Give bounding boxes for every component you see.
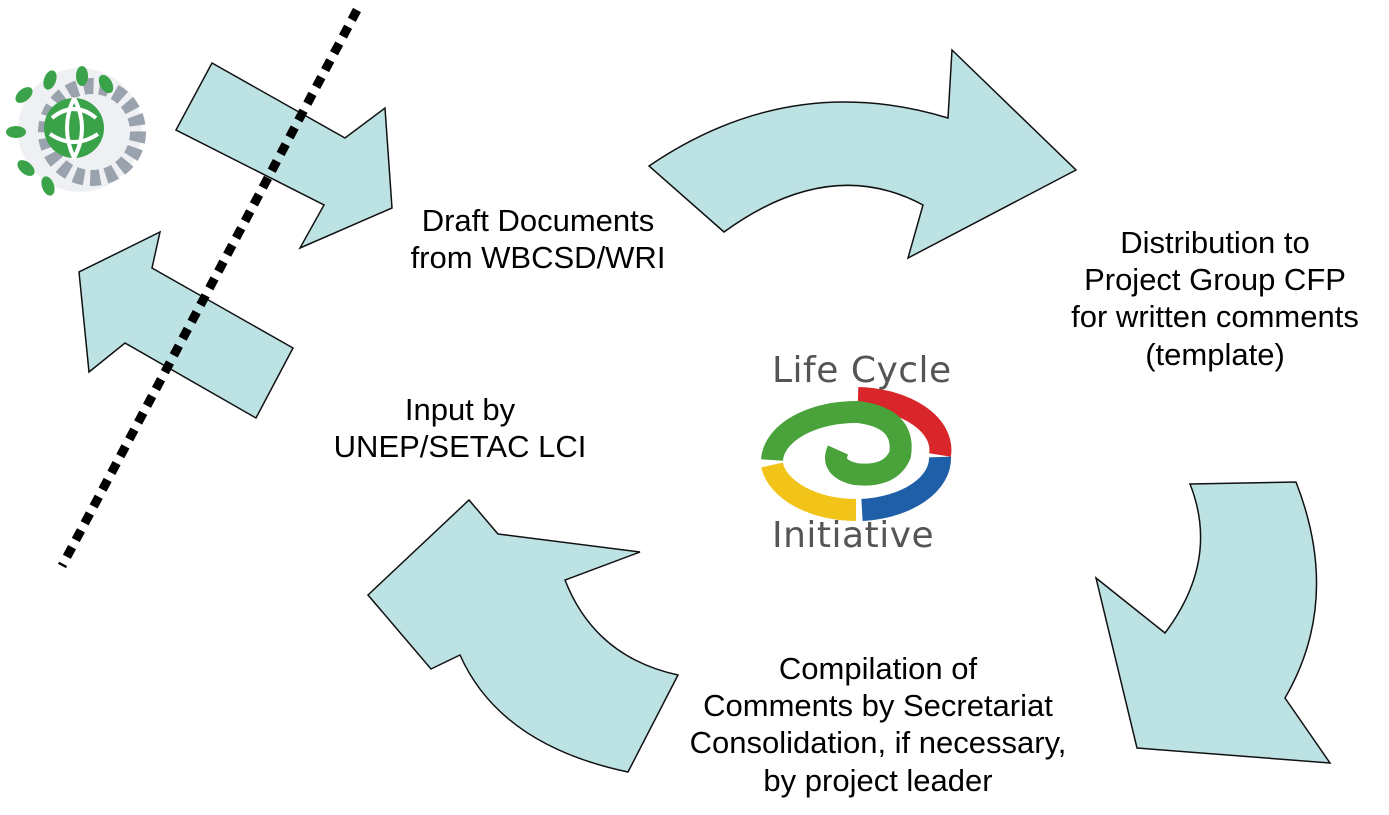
node-distribution-line: Distribution to <box>1120 225 1310 260</box>
node-compilation: Compilation of Comments by Secretariat C… <box>643 650 1113 799</box>
node-distribution-line: Project Group CFP <box>1084 262 1346 298</box>
node-input: Input by UNEP/SETAC LCI <box>290 391 630 465</box>
node-compilation-line: Consolidation, if necessary, <box>689 725 1067 761</box>
node-input-line: Input by <box>404 392 516 427</box>
node-distribution-line: for written comments <box>1071 299 1359 335</box>
dotted-separator-line <box>58 7 361 569</box>
curved-arrow-distribution-to-compilation <box>1094 481 1332 764</box>
logo-title-line1: Life Cycle <box>772 350 952 391</box>
curved-arrow-compilation-to-input <box>366 498 680 773</box>
node-draft-documents: Draft Documents from WBCSD/WRI <box>383 202 693 276</box>
node-draft-line: from WBCSD/WRI <box>410 240 666 276</box>
logo-title-line2: Initiative <box>772 515 935 556</box>
node-input-line: UNEP/SETAC LCI <box>333 429 587 465</box>
node-compilation-line: by project leader <box>763 762 993 798</box>
node-distribution: Distribution to Project Group CFP for wr… <box>1040 224 1389 373</box>
node-draft-line: Draft Documents <box>421 203 655 238</box>
arrow-from-input <box>78 230 295 420</box>
node-compilation-line: Compilation of <box>778 651 978 686</box>
gear-leaf-emblem-icon <box>6 66 146 196</box>
life-cycle-logo-icon <box>761 387 952 521</box>
curved-arrow-draft-to-distribution <box>647 48 1078 260</box>
node-distribution-line: (template) <box>1145 336 1285 372</box>
node-compilation-line: Comments by Secretariat <box>703 688 1053 724</box>
